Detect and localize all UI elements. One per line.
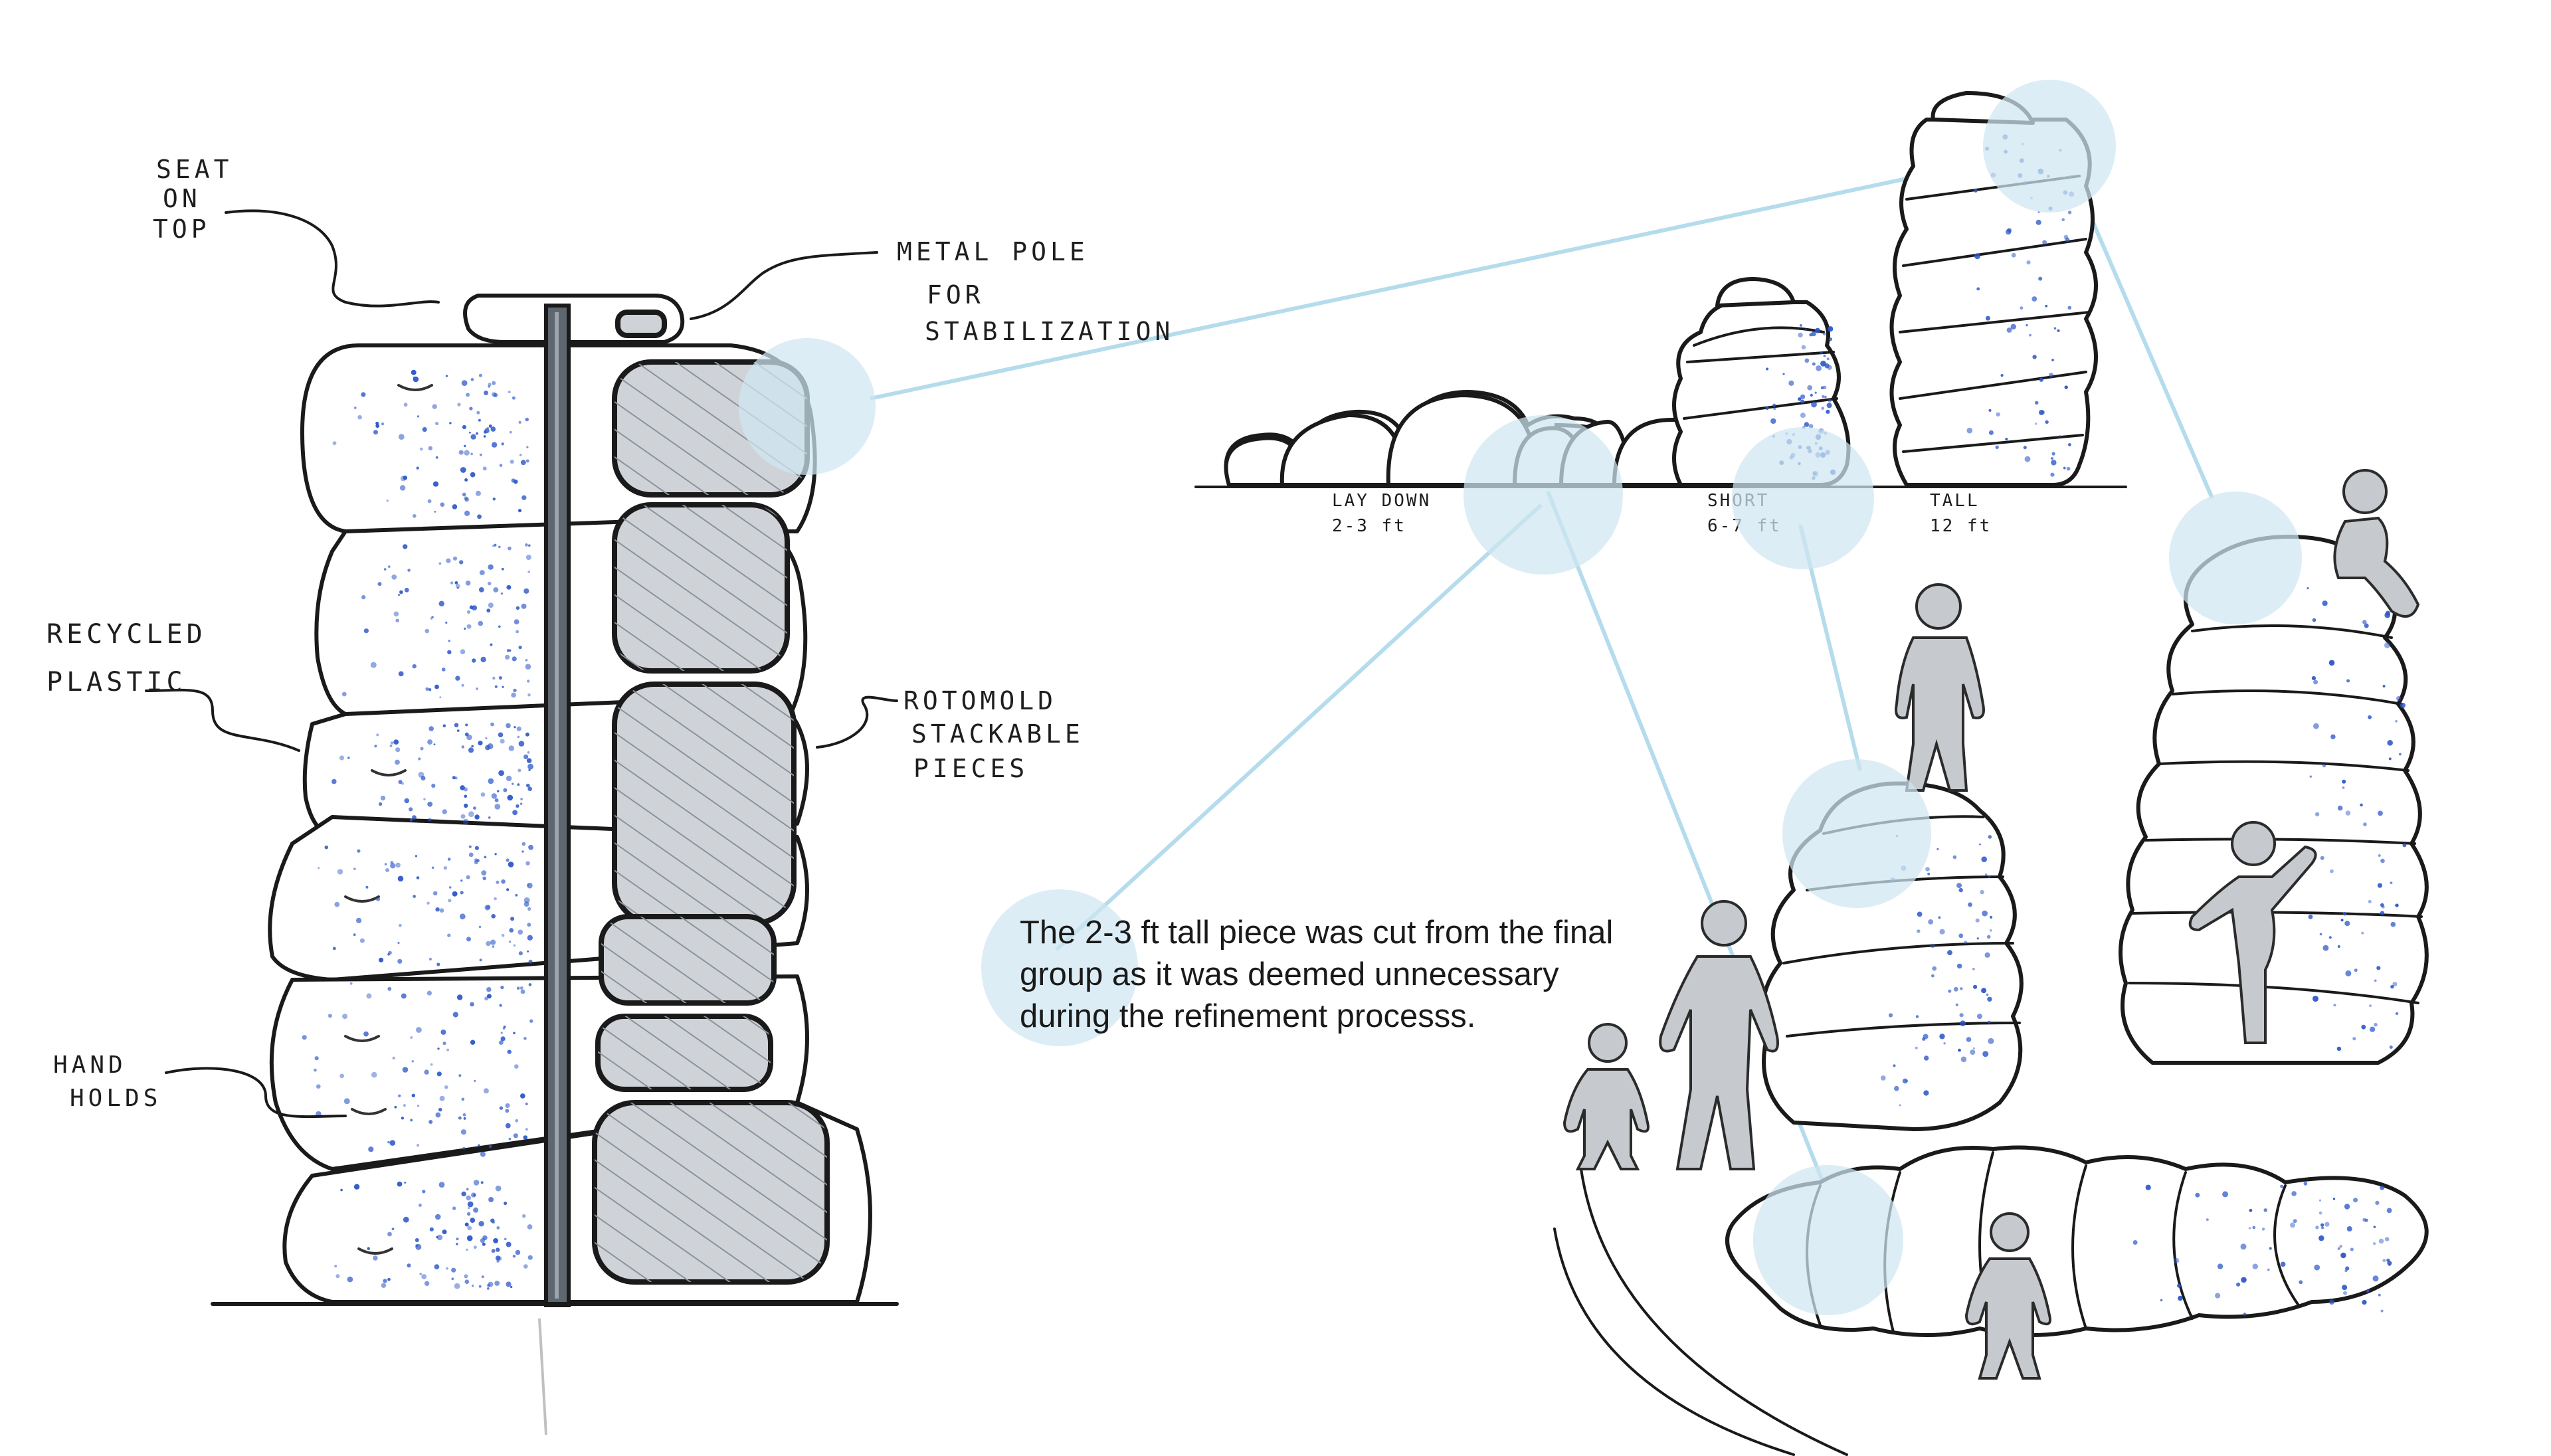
- person-child: [1562, 1023, 1650, 1170]
- leader-lines: [145, 209, 898, 1119]
- note-line-3: during the refinement processs.: [1020, 998, 1475, 1034]
- label-rotomold-line2: STACKABLE: [911, 719, 1084, 749]
- person-adult: [1659, 900, 1779, 1170]
- highlight-bubbles: [739, 80, 2302, 1315]
- cross-section-drawing: [145, 209, 899, 1435]
- label-pole-line2: FOR: [927, 280, 985, 310]
- handwritten-labels: SEAT ON TOP METAL POLE FOR STABILIZATION…: [47, 155, 1174, 1112]
- person-standing-top: [1895, 583, 1985, 792]
- size-labels: LAY DOWN 2-3 ft SHORT 6-7 ft TALL 12 ft: [1332, 491, 1992, 536]
- size-height-tall: 12 ft: [1930, 516, 1992, 536]
- size-name-tall: TALL: [1930, 491, 1980, 511]
- label-rotomold-line3: PIECES: [913, 754, 1028, 783]
- person-child-tunnel: [1964, 1212, 2051, 1380]
- size-height-lay-down: 2-3 ft: [1332, 516, 1406, 536]
- tall-stack-scene: [2119, 535, 2429, 1065]
- label-hand-line2: HOLDS: [70, 1085, 161, 1112]
- note-bubble: [981, 889, 1138, 1046]
- label-seat-line3: TOP: [153, 215, 211, 244]
- label-pole-line1: METAL POLE: [897, 237, 1089, 266]
- person-seated: [2333, 469, 2420, 618]
- size-name-lay-down: LAY DOWN: [1332, 491, 1431, 511]
- label-recycled-line1: RECYCLED: [47, 619, 207, 650]
- label-rotomold-line1: ROTOMOLD: [903, 686, 1057, 715]
- note-line-2: group as it was deemed unnecessary: [1020, 956, 1559, 992]
- label-recycled-line2: PLASTIC: [47, 667, 187, 697]
- note-line-1: The 2-3 ft tall piece was cut from the f…: [1020, 915, 1613, 951]
- label-seat-line1: SEAT: [156, 155, 233, 184]
- label-seat-line2: ON: [163, 184, 201, 213]
- hand-holds: [344, 384, 433, 1255]
- label-hand-line1: HAND: [53, 1051, 127, 1079]
- refinement-note: The 2-3 ft tall piece was cut from the f…: [1020, 915, 1613, 1034]
- seat-cell: [615, 310, 667, 338]
- person-climbing: [2188, 821, 2317, 1044]
- metal-pole: [544, 304, 571, 1307]
- ground-arc: [1553, 1228, 1795, 1456]
- blue-stipple: [302, 369, 533, 1290]
- label-pole-line3: STABILIZATION: [925, 317, 1174, 346]
